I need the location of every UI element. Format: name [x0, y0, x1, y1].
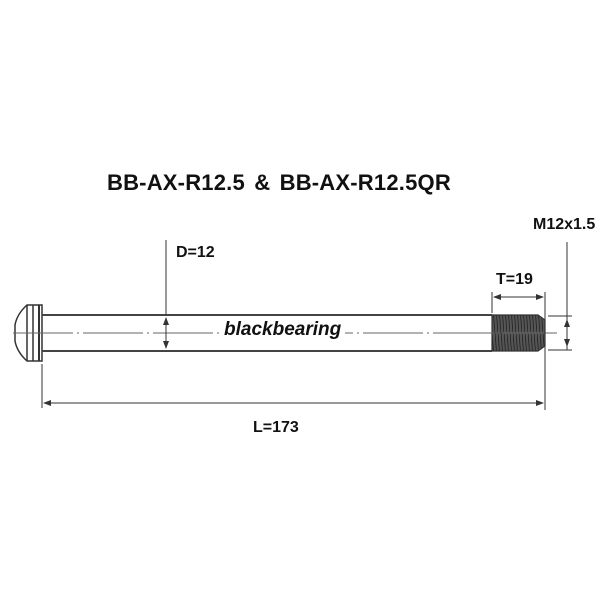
axle-shaft	[42, 314, 492, 352]
brand-logo: blackbearing	[220, 320, 346, 339]
thread-spec-label: M12x1.5	[533, 216, 596, 233]
thread-length-label: T=19	[496, 271, 533, 288]
page-title: BB-AX-R12.5 & BB-AX-R12.5QR	[107, 170, 451, 195]
length-dimension	[41, 364, 544, 408]
diameter-label: D=12	[176, 244, 215, 261]
thread-length-dimension	[491, 292, 546, 410]
thread-spec-dimension	[548, 242, 572, 351]
length-label: L=173	[253, 419, 299, 436]
